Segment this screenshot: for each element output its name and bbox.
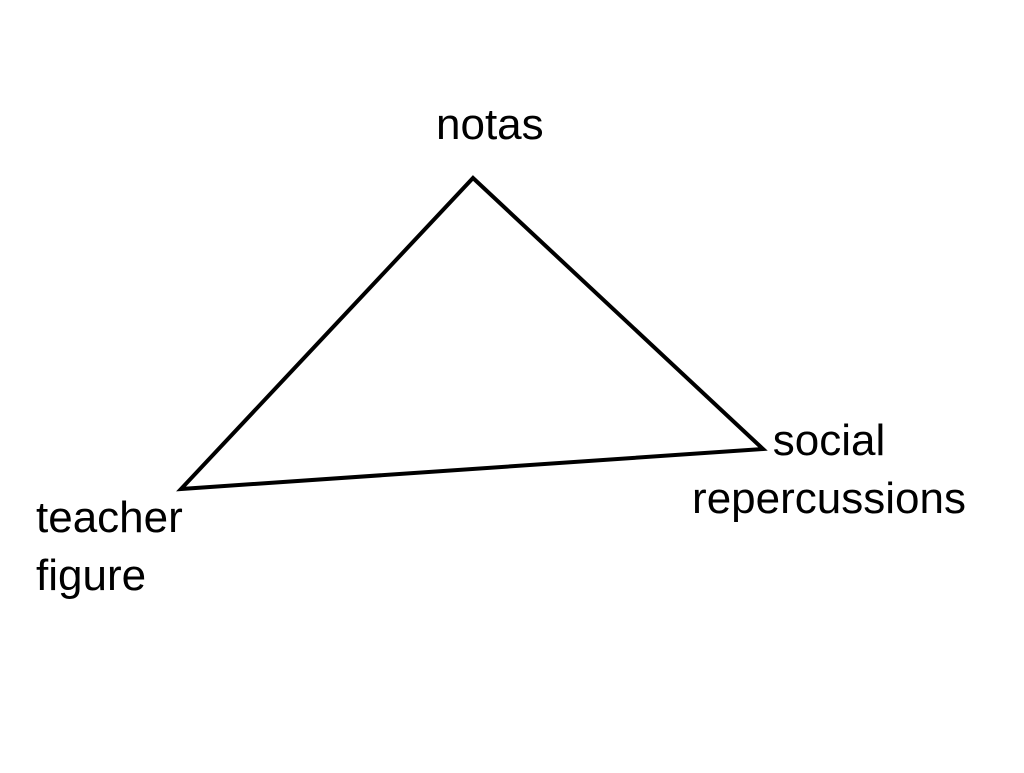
node-label-teacher-figure-line-2: figure bbox=[36, 551, 147, 600]
node-label-teacher-figure-line-1: teacher bbox=[36, 493, 183, 542]
node-label-notas: notas bbox=[436, 96, 544, 154]
triangle-shape bbox=[176, 175, 768, 492]
node-label-teacher-figure: teacher figure bbox=[36, 489, 183, 605]
node-label-social-repercussions: social repercussions bbox=[669, 412, 989, 528]
node-label-social-repercussions-line-2: repercussions bbox=[692, 474, 966, 523]
node-label-notas-text: notas bbox=[436, 100, 544, 149]
node-label-social-repercussions-line-1: social bbox=[772, 416, 886, 465]
